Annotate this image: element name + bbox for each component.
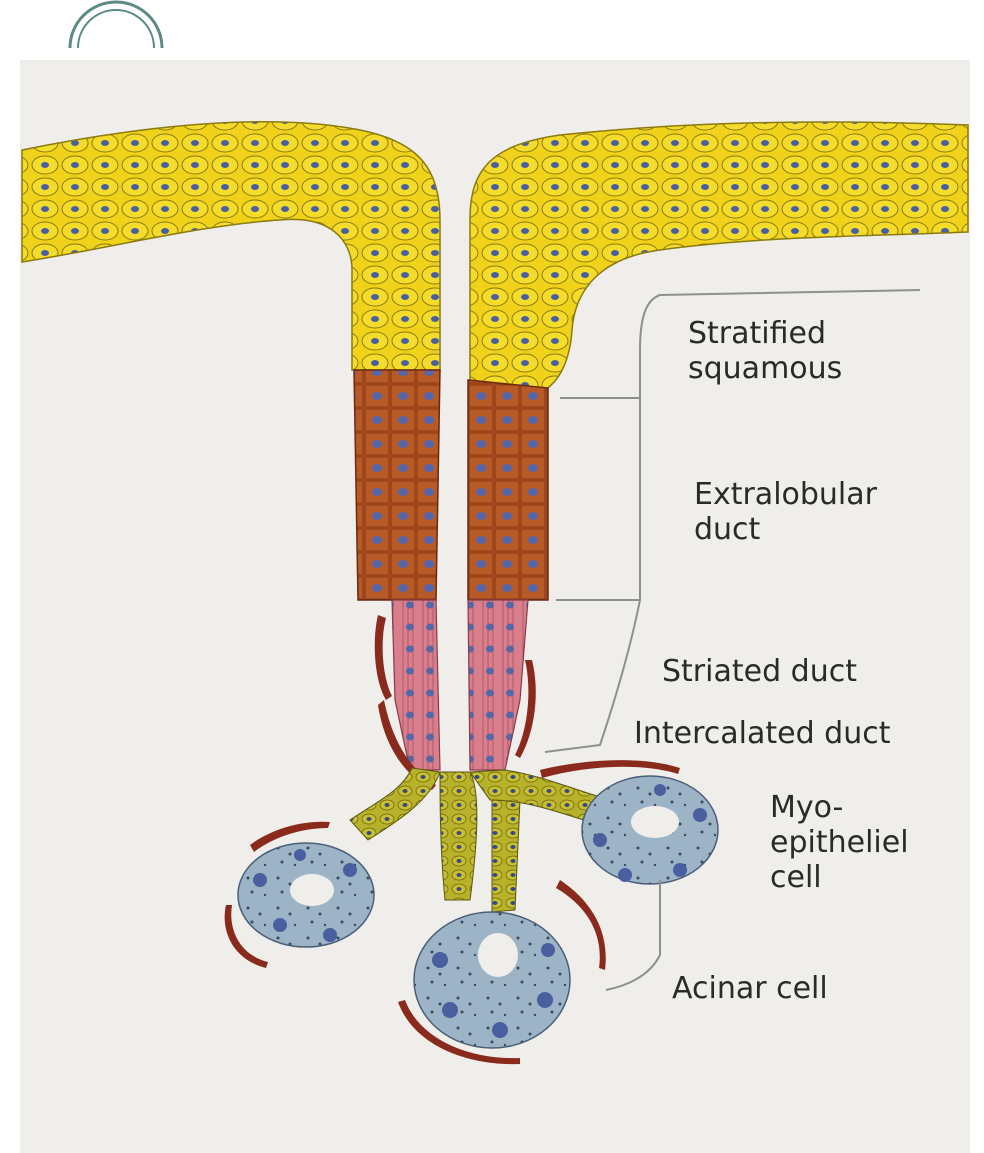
label-striated-duct: Striated duct [662, 654, 857, 689]
extralobular-duct [354, 370, 548, 600]
acinar-units [238, 776, 718, 1048]
label-stratified-squamous: Stratified squamous [688, 316, 842, 386]
label-intercalated-duct: Intercalated duct [634, 716, 890, 751]
line-acinar [606, 955, 660, 990]
label-myoepithelial-cell: Myo- epitheliel cell [770, 790, 909, 895]
acinus-center [414, 912, 570, 1048]
label-extralobular-duct: Extralobular duct [694, 477, 877, 547]
striated-duct [392, 600, 528, 770]
label-acinar-cell: Acinar cell [672, 971, 828, 1006]
acinus-left [238, 843, 374, 947]
acinus-right [582, 776, 718, 884]
bracket-lower [545, 600, 640, 752]
